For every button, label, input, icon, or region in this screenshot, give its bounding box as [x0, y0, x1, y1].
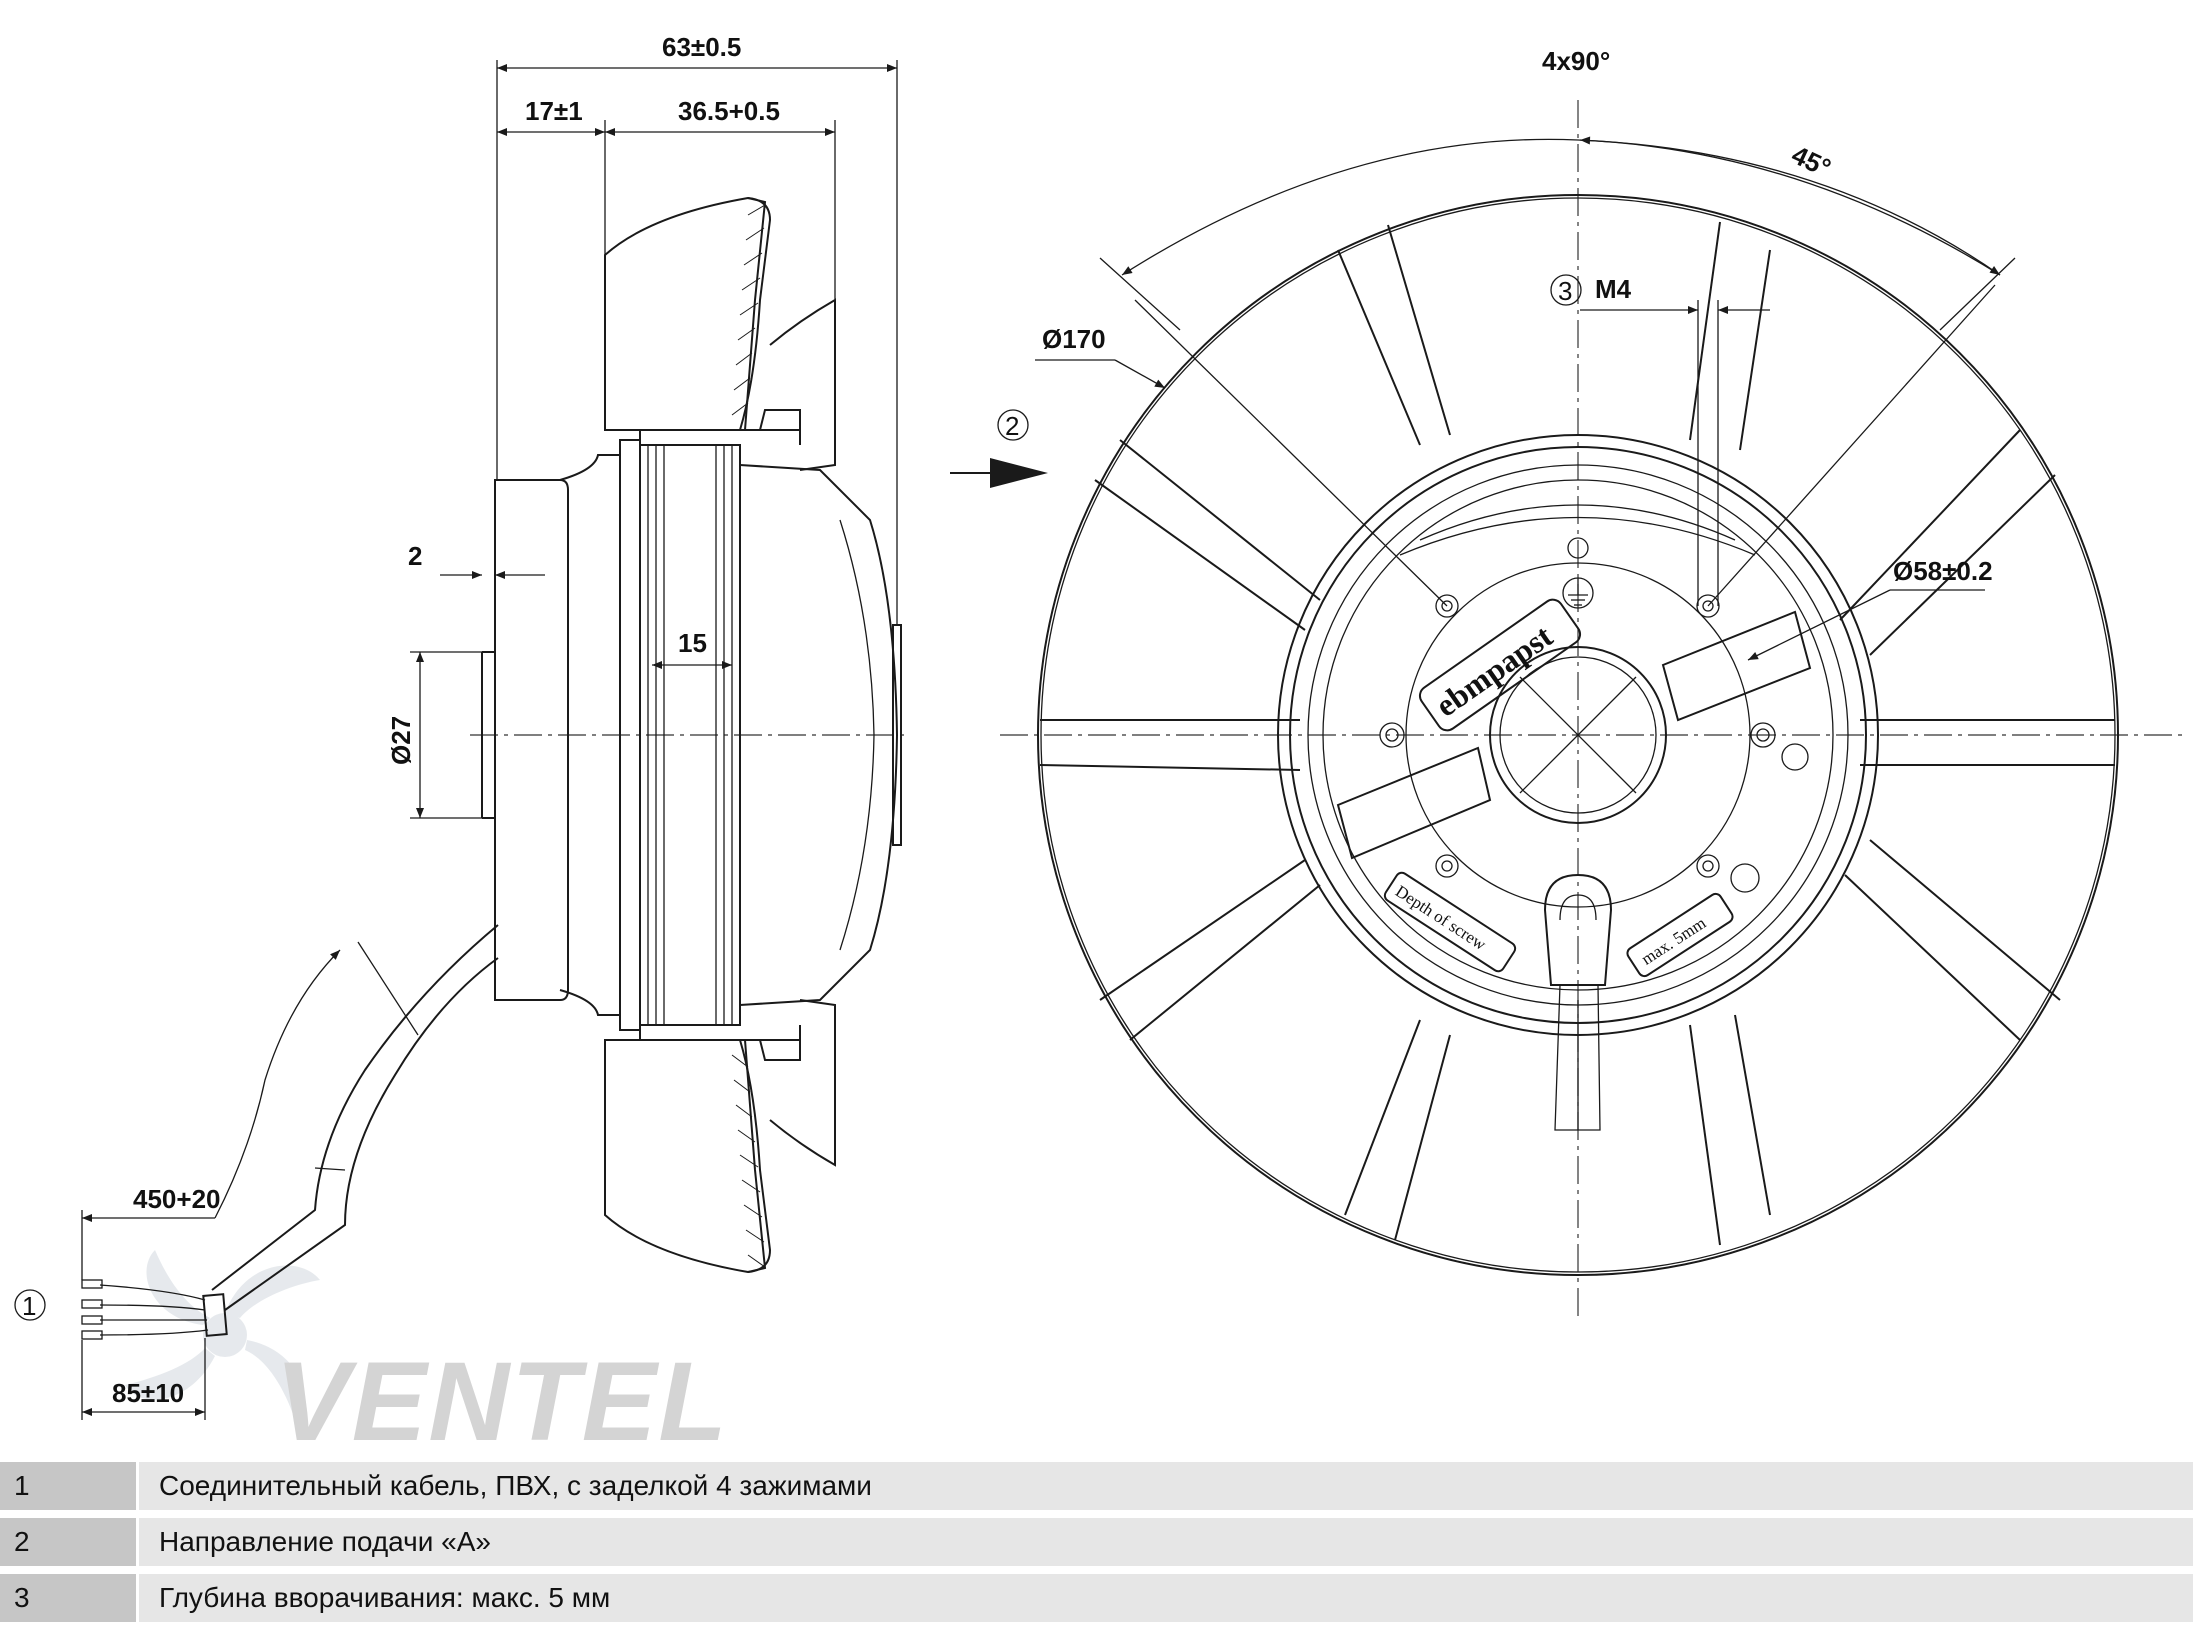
callout-1: 1 — [14, 1289, 46, 1321]
dim-magnet-width: 15 — [652, 628, 732, 669]
legend-text: Соединительный кабель, ПВХ, с заделкой 4… — [139, 1462, 2193, 1510]
callout-2: 2 — [950, 409, 1048, 488]
dim-hole-angle-label: 45° — [1787, 139, 1835, 183]
legend-text: Направление подачи «А» — [139, 1518, 2193, 1566]
legend-text: Глубина вворачивания: макс. 5 мм — [139, 1574, 2193, 1622]
dim-hole-pattern: 4x90° 45° — [1099, 46, 2016, 607]
dim-blade-depth-label: 36.5+0.5 — [678, 96, 780, 126]
dim-blade-depth: 36.5+0.5 — [605, 96, 836, 300]
dim-outer-diameter: Ø170 — [1035, 324, 1166, 389]
dim-rim-step: 2 — [408, 541, 545, 579]
dim-shaft-diameter: Ø27 — [386, 651, 482, 819]
dim-total-depth-label: 63±0.5 — [662, 32, 741, 62]
dim-hub-offset-label: 17±1 — [525, 96, 583, 126]
legend-number: 1 — [0, 1462, 136, 1510]
front-view: ebmpapst Depth of screw max. 5mm 4x90° 4… — [1000, 46, 2185, 1320]
flow-direction-arrow-icon — [990, 458, 1048, 488]
ventel-watermark: VENTEL — [125, 1250, 729, 1460]
legend-row: 2 Направление подачи «А» — [0, 1518, 2193, 1566]
side-view: 63±0.5 17±1 36.5+0.5 2 Ø27 — [14, 32, 1048, 1420]
watermark-text: VENTEL — [275, 1339, 729, 1460]
dim-strip-length-label: 85±10 — [112, 1378, 184, 1408]
ground-symbol-icon — [1562, 577, 1594, 609]
dim-magnet-width-label: 15 — [678, 628, 707, 658]
dim-thread: 3 M4 — [1550, 274, 1770, 606]
legend-row: 3 Глубина вворачивания: макс. 5 мм — [0, 1574, 2193, 1622]
mounting-holes — [1379, 594, 1809, 893]
legend-number: 3 — [0, 1574, 136, 1622]
dim-rim-step-label: 2 — [408, 541, 422, 571]
dim-hub-diameter-label: Ø58±0.2 — [1893, 556, 1993, 586]
dim-strip-length: 85±10 — [81, 1338, 206, 1420]
dim-shaft-diameter-label: Ø27 — [386, 716, 416, 765]
callout-2-label: 2 — [1005, 411, 1019, 441]
dim-cable-length-label: 450+20 — [133, 1184, 220, 1214]
technical-drawing: VENTEL — [14, 32, 2185, 1460]
legend-number: 2 — [0, 1518, 136, 1566]
legend-row: 1 Соединительный кабель, ПВХ, с заделкой… — [0, 1462, 2193, 1510]
callout-1-label: 1 — [22, 1291, 36, 1321]
dim-hub-offset: 17±1 — [497, 96, 606, 255]
dim-cable-length: 450+20 — [81, 941, 419, 1280]
dim-hole-pattern-label: 4x90° — [1542, 46, 1610, 76]
callout-3-label: 3 — [1558, 276, 1572, 306]
dim-hub-diameter: Ø58±0.2 — [1747, 556, 1993, 661]
dim-total-depth: 63±0.5 — [496, 32, 898, 625]
dim-thread-label: M4 — [1595, 274, 1632, 304]
dim-outer-diameter-label: Ø170 — [1042, 324, 1106, 354]
